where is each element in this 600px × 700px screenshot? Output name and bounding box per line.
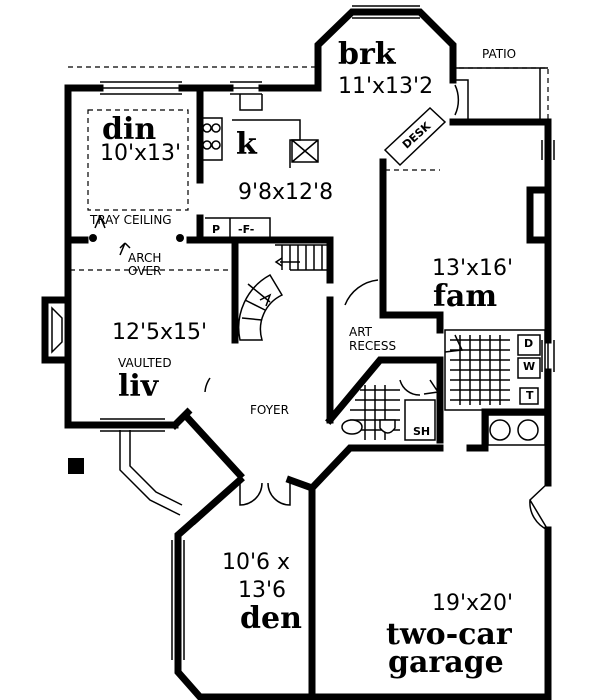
kitchen-window-sill: [239, 94, 263, 111]
family-window: [541, 140, 555, 160]
den-dims-line1: 10'6 x: [222, 550, 291, 575]
arch-label-line2: OVER: [128, 264, 162, 278]
toilet: [379, 419, 396, 434]
art-recess-arc: [344, 279, 379, 306]
desk: [383, 106, 447, 167]
living-note: VAULTED: [118, 356, 172, 370]
dryer-box: [517, 334, 541, 356]
family-name: fam: [433, 279, 498, 314]
family-room-wall: [449, 118, 552, 416]
spiral-stair: [237, 273, 284, 341]
spiral-stair-arrow: [259, 293, 272, 307]
family-fireplace: [526, 186, 552, 244]
garage-wall: [308, 408, 552, 700]
living-dims: 12'5x15': [112, 320, 208, 345]
garage-name-line2: garage: [388, 645, 504, 680]
garage-side-door: [529, 482, 550, 532]
family-dims: 13'x16': [432, 256, 514, 281]
closet-door-swing: [423, 379, 440, 395]
garage-name-line1: two-car: [386, 617, 512, 652]
tub-label: T: [526, 389, 534, 402]
kitchen-sink: [291, 139, 319, 163]
den-dims-line2: 13'6: [238, 578, 287, 603]
foyer-wall: [190, 475, 317, 525]
kitchen-window: [230, 81, 262, 95]
kitchen-name: k: [236, 127, 257, 162]
tray-ceiling-label: TRAY CEILING: [90, 213, 172, 227]
breakfast-name: brk: [338, 37, 396, 72]
spiral-stair-treads: [241, 283, 271, 321]
shower-box: [404, 399, 436, 441]
kitchen-counter-left: [200, 117, 223, 161]
water-heater: [489, 419, 511, 441]
laundry-room: [444, 329, 546, 411]
legend-marker: [68, 458, 84, 474]
stair-upper: [275, 244, 331, 271]
stair-treads: [281, 245, 323, 270]
stove-burner: [202, 140, 212, 150]
den-name: den: [240, 601, 302, 636]
patio-door-swing: [454, 84, 460, 116]
stove-burner: [202, 123, 212, 133]
shower-label: SH: [413, 425, 431, 438]
fireplace: [41, 296, 72, 364]
tray-arrow: [94, 215, 106, 229]
washer-box: [517, 357, 541, 379]
garage-inner-wall: [307, 408, 552, 493]
living-door-swing: [204, 377, 211, 393]
fireplace-hearth: [51, 306, 63, 354]
living-name: liv: [118, 369, 159, 404]
patio-outline: [453, 67, 548, 122]
bath-door-swing: [399, 379, 421, 396]
dryer-label: D: [524, 337, 534, 350]
art-recess-line1: ART: [349, 325, 373, 339]
foyer-label: FOYER: [250, 403, 289, 417]
tub-box: [519, 387, 539, 405]
living-bay-window: [119, 430, 183, 516]
fridge-label: -F-: [238, 223, 255, 236]
roof-outline: [68, 66, 549, 120]
stove-burner: [211, 140, 221, 150]
stove-burner: [211, 123, 221, 133]
furnace: [517, 419, 539, 441]
arch-arrow: [119, 242, 131, 256]
kitchen-lower-wall: [196, 214, 334, 244]
art-recess-line2: RECESS: [349, 339, 397, 353]
pantry-label: P: [212, 223, 221, 236]
breakfast-window: [352, 5, 420, 19]
tray-ceiling-outline: [87, 109, 189, 211]
washer-label: W: [523, 360, 536, 373]
breakfast-family-divider: [379, 158, 444, 334]
kitchen-dims: 9'8x12'8: [238, 180, 334, 205]
dining-name: din: [102, 112, 157, 147]
den-window: [171, 540, 185, 660]
mechanical-box: [487, 414, 546, 446]
living-lower-wall: [170, 407, 245, 480]
dining-dims: 10'x13': [100, 141, 182, 166]
column: [89, 234, 97, 242]
den-wall: [174, 515, 316, 700]
patio-label: PATIO: [482, 47, 517, 61]
front-doors: [239, 480, 291, 506]
garage-dims: 19'x20': [432, 591, 514, 616]
laundry-window: [541, 340, 555, 372]
pantry-fridge-box: [205, 217, 271, 240]
stair-arrow: [274, 257, 300, 267]
bath-sink: [341, 419, 363, 435]
arch-label-line1: ARCH: [128, 251, 162, 265]
laundry-tile: [450, 335, 510, 405]
living-window: [100, 418, 165, 432]
breakfast-dims: 11'x13'2: [338, 74, 434, 99]
bath-wall: [325, 356, 444, 444]
column: [176, 234, 184, 242]
dining-window: [100, 81, 182, 95]
